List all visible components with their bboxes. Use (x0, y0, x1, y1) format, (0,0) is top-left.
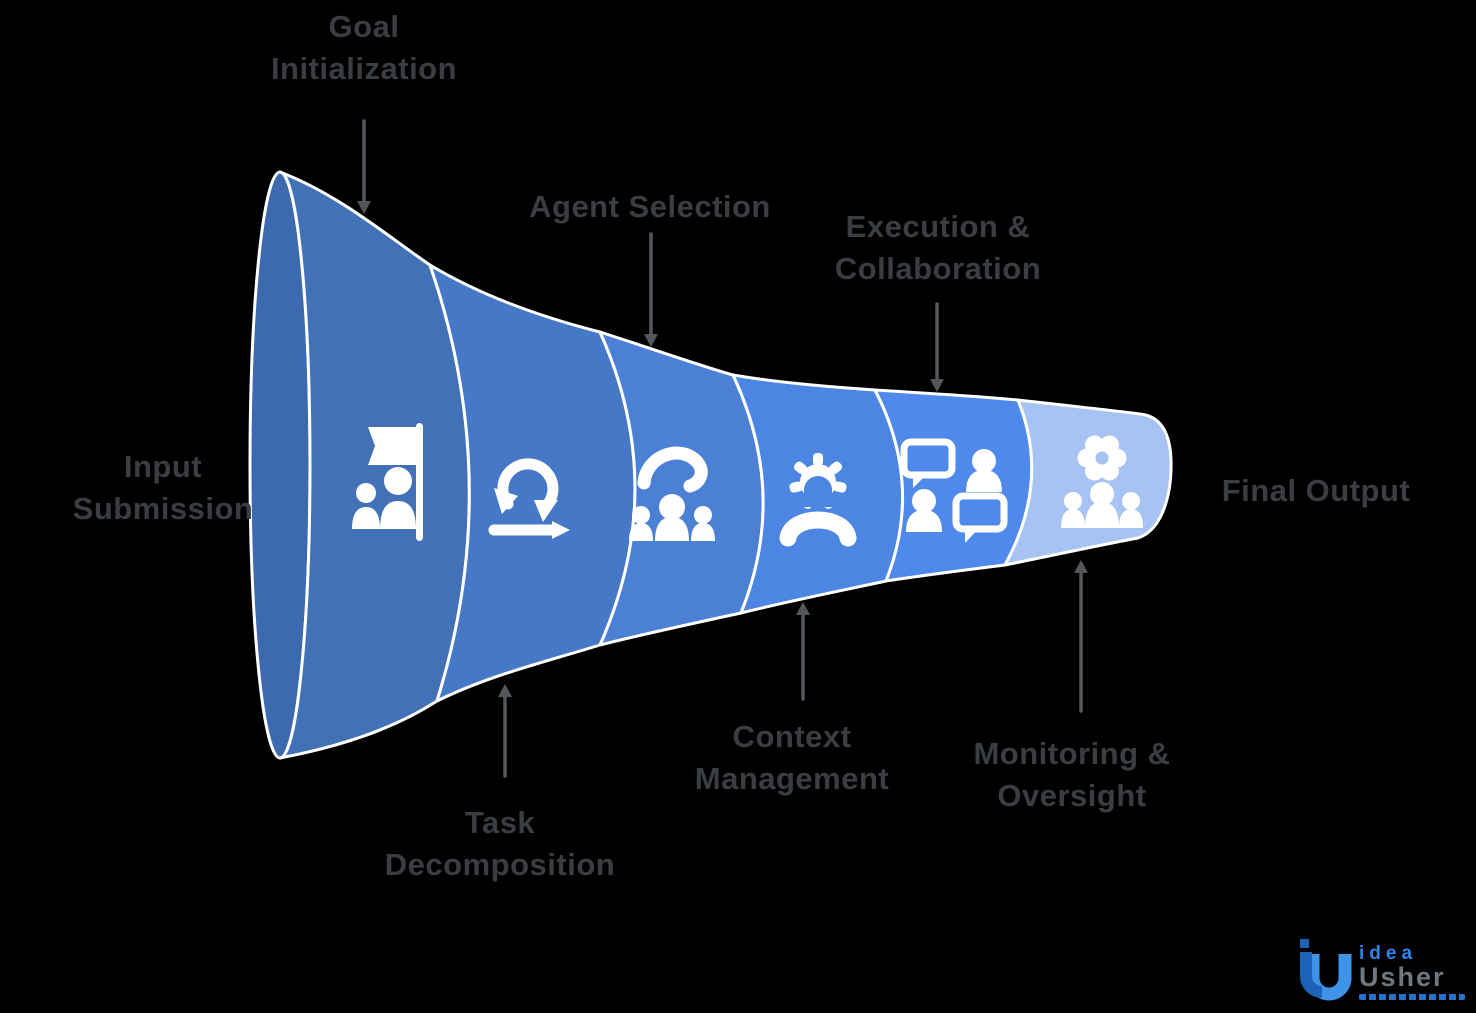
leader-arrowheads (357, 201, 1088, 697)
logo-word-idea: idea (1359, 943, 1418, 964)
output-label-line1: Final Output (1221, 473, 1411, 508)
stage-label-monitoring-oversight: Monitoring & Oversight (973, 733, 1170, 817)
logo-text: idea Usher (1359, 936, 1465, 1000)
stage-label-agent-selection: Agent Selection (529, 186, 771, 228)
agile-sprint-icon (488, 458, 570, 539)
input-label-line1: Input (123, 449, 203, 484)
stage-label-line2: Oversight (997, 778, 1147, 813)
goal-arrow-icon (357, 201, 371, 214)
hand-pick-person-icon (629, 446, 715, 541)
stage-label-line1: Monitoring & (973, 736, 1171, 771)
logo-tagline (1359, 994, 1465, 1000)
stage-label-line1: Agent Selection (529, 189, 771, 224)
stage-label-goal-initialization: Goal Initialization (271, 6, 457, 90)
stage-label-line1: Task (464, 805, 536, 840)
stage-label-line2: Management (694, 761, 890, 796)
idea-usher-logo: idea Usher (1293, 936, 1475, 1010)
stage-label-line2: Initialization (270, 51, 458, 86)
input-submission-label: Input Submission (73, 446, 254, 530)
funnel-stage-agent-selection (598, 330, 765, 647)
gear-people-icon (1061, 435, 1143, 528)
stage-label-execution-collaboration: Execution & Collaboration (835, 206, 1041, 290)
stage-label-task-decomposition: Task Decomposition (385, 802, 615, 886)
input-label-line2: Submission (72, 491, 254, 526)
flag-team-icon (352, 423, 423, 541)
task-arrow-icon (498, 684, 512, 697)
people-chat-icon (900, 438, 1008, 543)
stage-label-line1: Execution & (845, 209, 1031, 244)
idea-usher-logo-mark-icon (1300, 939, 1352, 1001)
final-output-label: Final Output (1222, 470, 1411, 512)
logo-word-usher: Usher (1359, 962, 1446, 992)
stage-label-line1: Context (732, 719, 852, 754)
funnel-stage-monitoring-oversight (1003, 398, 1173, 567)
stage-label-line2: Decomposition (384, 847, 616, 882)
context-arrow-icon (796, 602, 810, 615)
agent-arrow-icon (644, 334, 658, 347)
stage-label-line2: Collaboration (834, 251, 1042, 286)
monitoring-arrow-icon (1074, 560, 1088, 573)
leader-lines (362, 119, 1083, 778)
stage-label-context-management: Context Management (695, 716, 889, 800)
execution-arrow-icon (930, 379, 944, 392)
funnel-stage-task-decomposition (428, 263, 637, 703)
gear-handset-icon (779, 453, 857, 547)
stage-label-line1: Goal (328, 9, 400, 44)
